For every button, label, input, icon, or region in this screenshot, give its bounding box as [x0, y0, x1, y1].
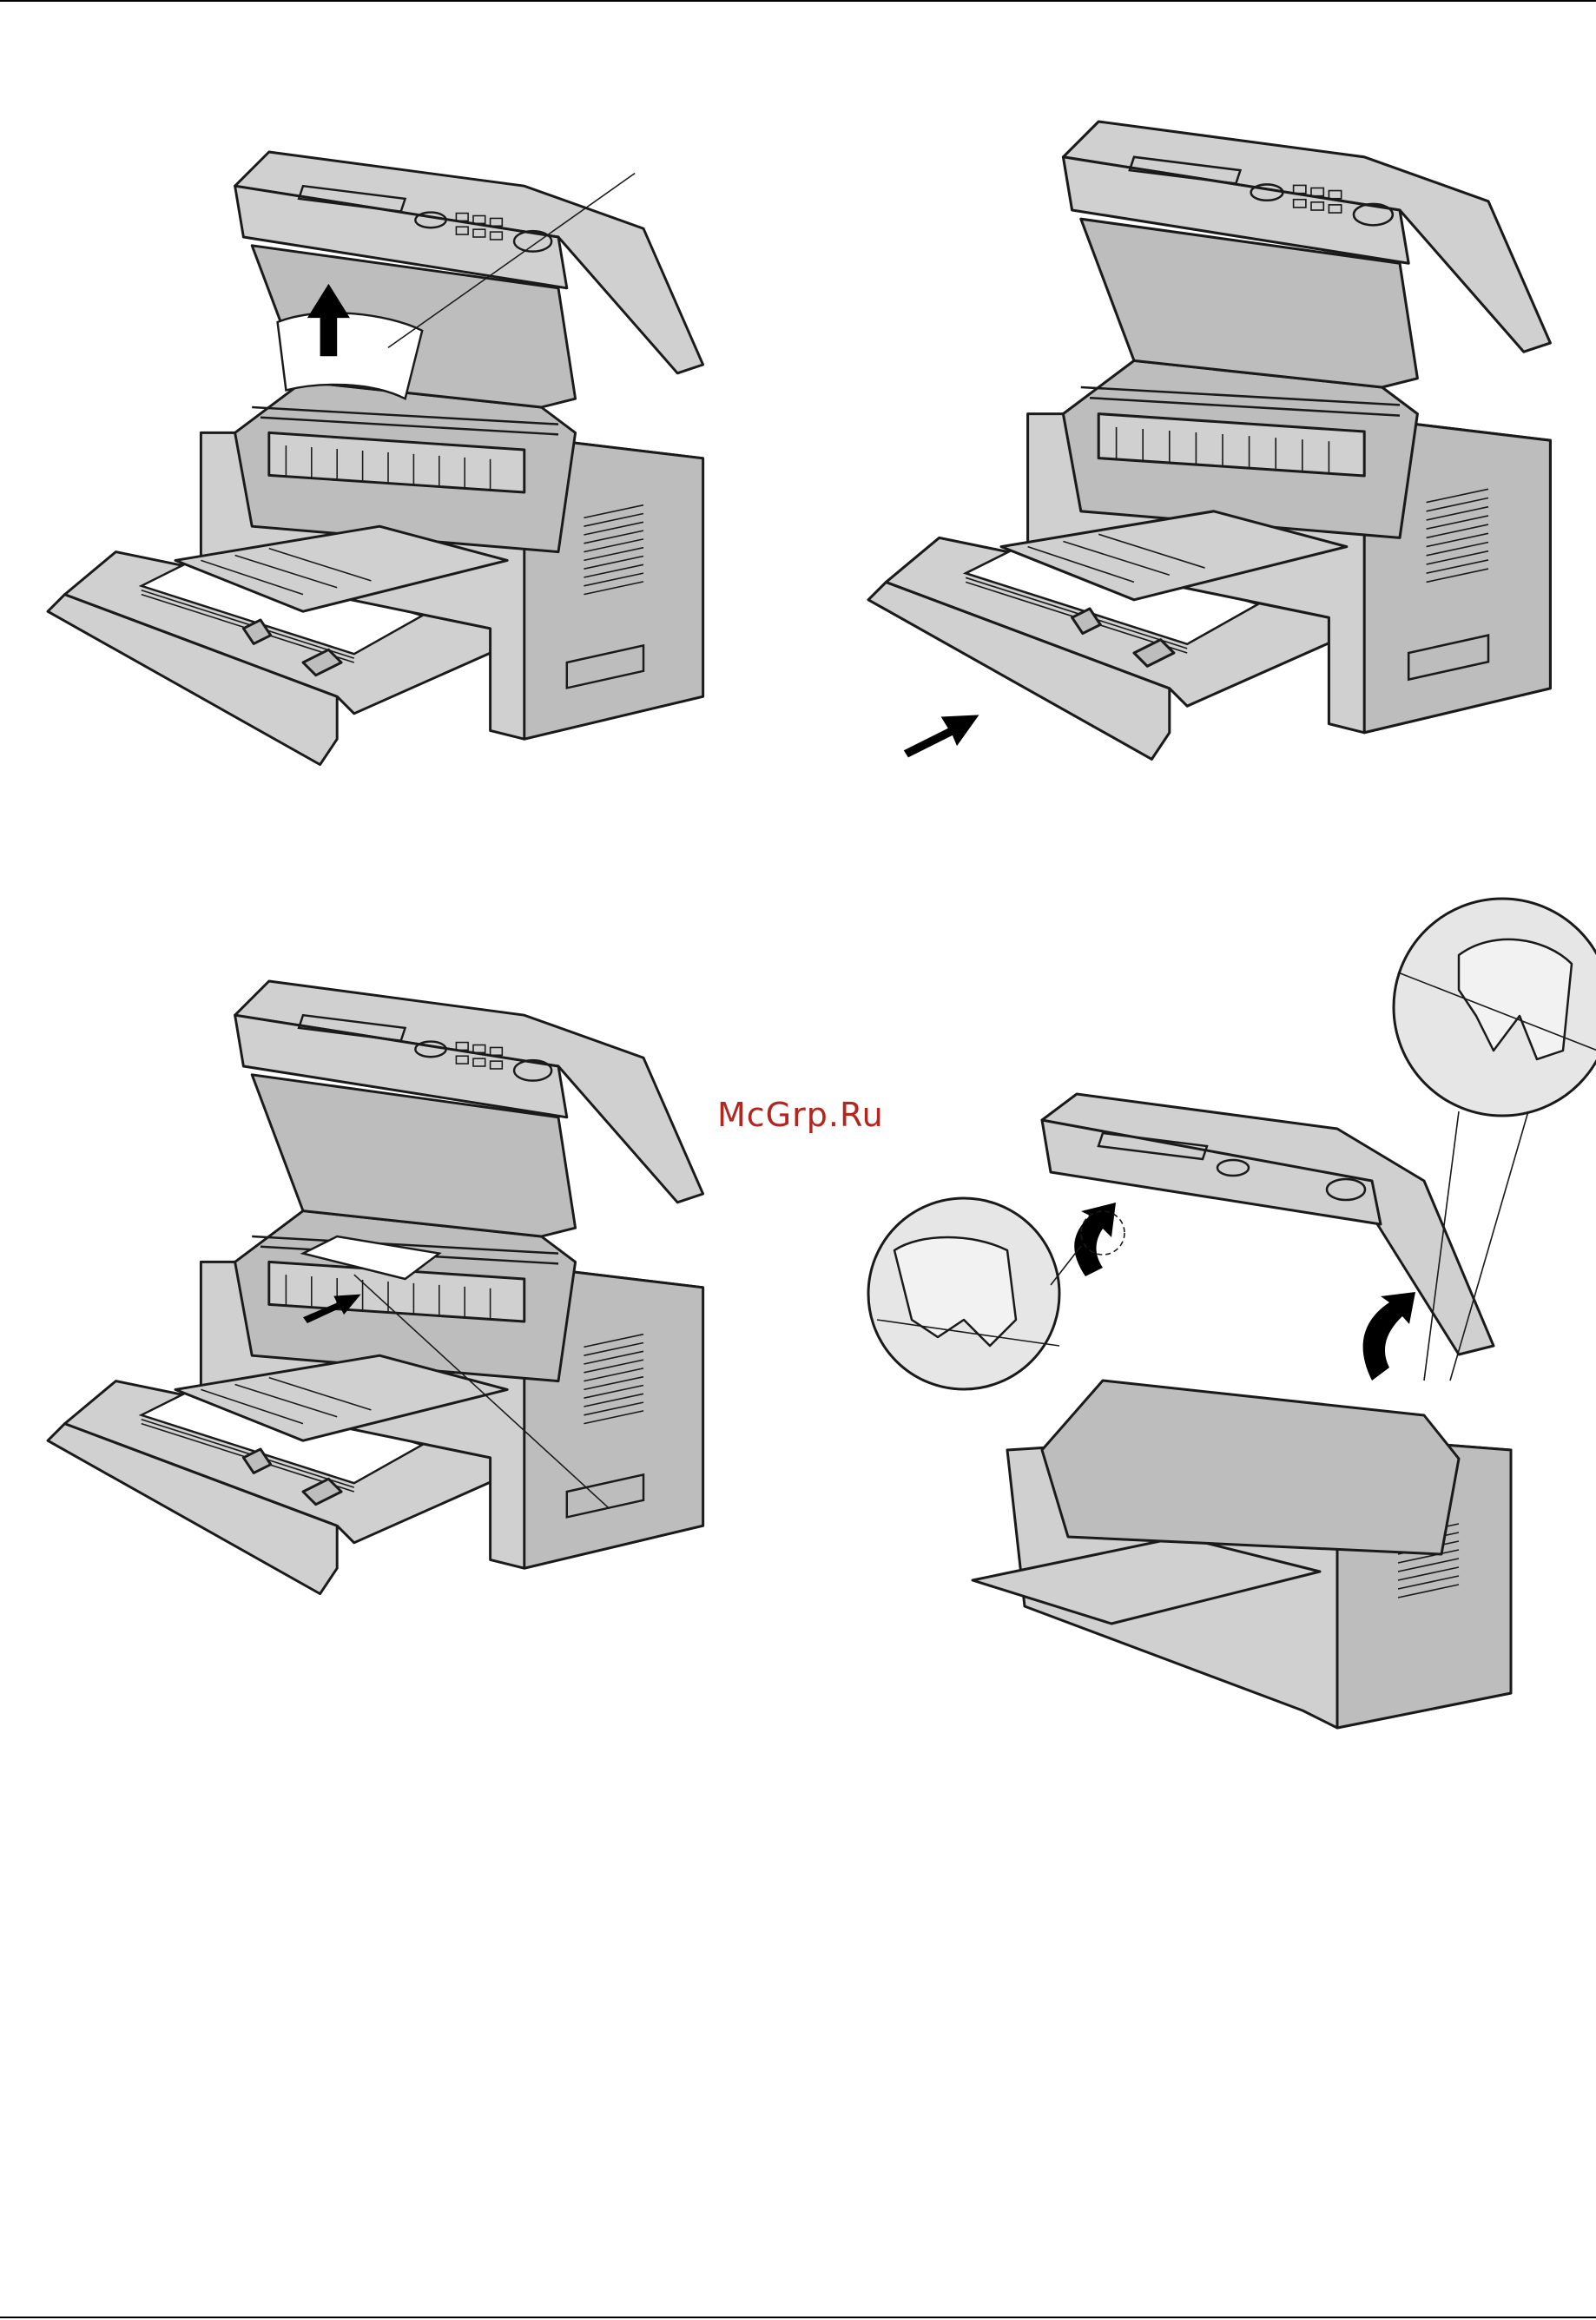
up-arrow-icon [307, 283, 350, 357]
figure-close-tray [867, 120, 1552, 761]
hand-left-icon [893, 1236, 1018, 1348]
forward-arrow-icon [303, 1294, 361, 1323]
jammed-paper [276, 312, 424, 400]
jammed-paper-inside [300, 1235, 442, 1281]
bottom-rule [0, 2317, 1596, 2318]
callout-line [353, 1274, 610, 1510]
figure-remove-paper-up [46, 150, 705, 767]
down-arrow-icon-right [1362, 1292, 1415, 1381]
push-arrow-icon [903, 715, 979, 758]
watermark-text: McGrp.Ru [717, 1096, 884, 1134]
down-arrow-icon-left [1074, 1203, 1116, 1276]
figure-close-cover [867, 897, 1596, 1730]
figure-pull-paper [46, 979, 705, 1596]
top-rule [0, 0, 1596, 2]
callout-line [387, 172, 636, 349]
